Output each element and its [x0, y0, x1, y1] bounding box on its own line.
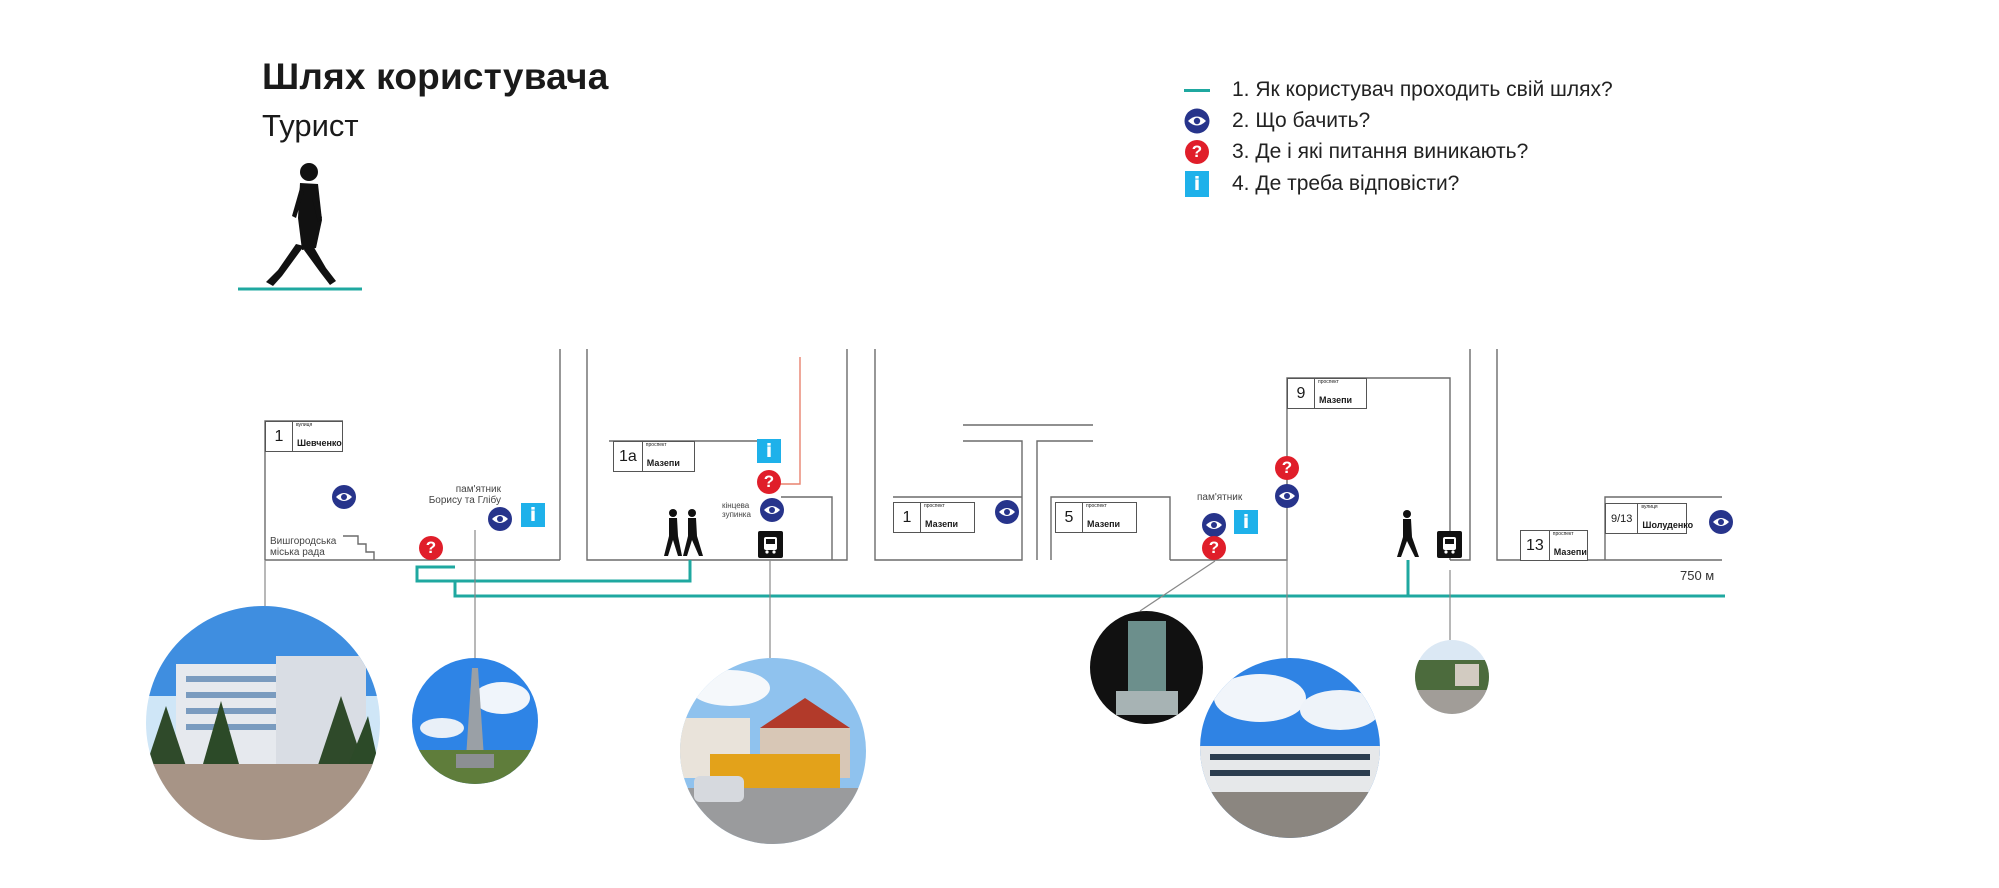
terminal-stop-label: кінцева зупинка: [722, 501, 751, 519]
distance-label: 750 м: [1680, 568, 1715, 583]
route-line-icon: [1184, 77, 1210, 103]
walking-tourist-icon: [238, 163, 362, 291]
city-council-label: Вишгородська міська рада: [270, 536, 337, 558]
page-subtitle: Турист: [262, 108, 359, 143]
legend-item-route: 1. Як користувач проходить свій шлях?: [1184, 77, 1613, 103]
eye-icon: [488, 507, 512, 531]
eye-icon: [1184, 108, 1210, 134]
info-icon: i: [1234, 510, 1258, 534]
monument-photo-1: [412, 658, 538, 784]
question-icon: ?: [1202, 536, 1226, 560]
eye-icon: [760, 498, 784, 522]
building-outlines: [264, 349, 1722, 561]
legend-text: 1. Як користувач проходить свій шлях?: [1232, 78, 1613, 101]
eye-icon: [1709, 510, 1733, 534]
bus-stop-icon: [1437, 531, 1462, 558]
city-council-photo: [146, 606, 380, 840]
photo-leader-lines: [264, 505, 1451, 658]
info-icon: i: [521, 503, 545, 527]
monument-label-2: пам'ятник: [1197, 492, 1243, 503]
route-line: [415, 560, 1725, 598]
street-photo: [1415, 640, 1489, 714]
legend-item-eye: 2. Що бачить?: [1184, 108, 1370, 134]
question-icon: ?: [1275, 456, 1299, 480]
question-icon: ?: [419, 536, 443, 560]
info-icon: i: [757, 439, 781, 463]
legend-text: 3. Де і які питання виникають?: [1232, 140, 1529, 163]
legend-item-question: ? 3. Де і які питання виникають?: [1184, 139, 1528, 165]
pedestrians-icon: [664, 509, 703, 556]
red-guide-line: [771, 357, 801, 485]
pedestrian-icon: [1397, 510, 1419, 557]
monument-label-1: пам'ятник Борису та Глібу: [428, 484, 501, 506]
page-title: Шлях користувача: [262, 56, 609, 97]
eye-icon: [995, 500, 1019, 524]
question-icon: ?: [1184, 139, 1210, 165]
legend-text: 2. Що бачить?: [1232, 109, 1371, 132]
bus-stop-icon: [758, 531, 783, 558]
legend-item-info: i 4. Де треба відповісти?: [1184, 171, 1459, 197]
legend-text: 4. Де треба відповісти?: [1232, 172, 1460, 195]
info-icon: i: [1184, 171, 1210, 197]
eye-icon: [1202, 513, 1226, 537]
building-photo: [1200, 658, 1380, 838]
monument-photo-2: [1090, 611, 1203, 724]
eye-icon: [332, 485, 356, 509]
question-icon: ?: [757, 470, 781, 494]
bus-terminal-photo: [680, 658, 866, 844]
eye-icon: [1275, 484, 1299, 508]
